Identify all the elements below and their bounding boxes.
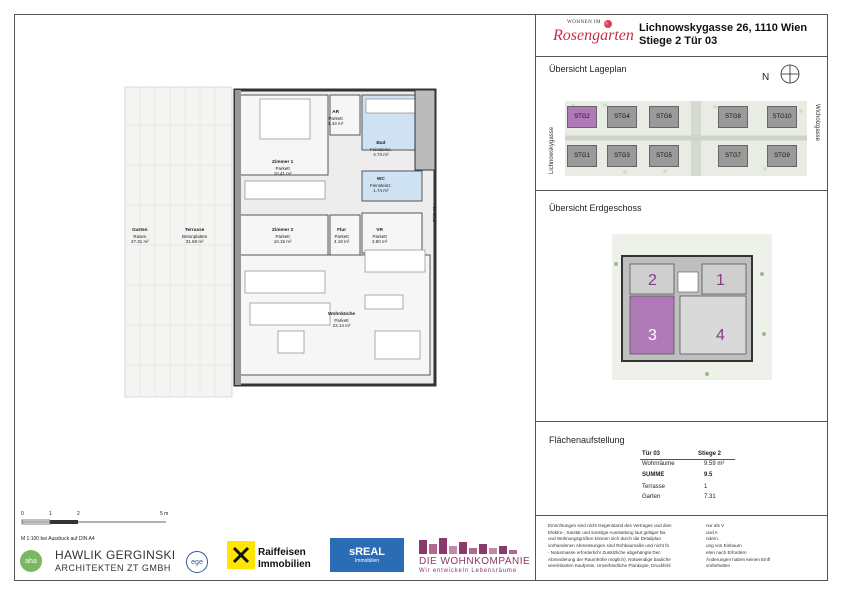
svg-text:N: N [762,72,769,83]
scale-bar [21,519,166,525]
table-header-stiege: Stiege 2 [698,451,722,457]
panel-divider [535,14,536,581]
lageplan-title: Übersicht Lageplan [549,64,627,74]
disclaimer-line: vereinbarten Kaufpreis. Unverbindliche P… [548,563,671,569]
building-stg4: STG4 [607,106,637,128]
divider-lageplan [535,190,828,191]
building-stg5: STG5 [649,145,679,167]
scale-tick: 2 [77,511,80,517]
brand-main: Rosengarten [553,27,634,44]
raiffeisen-cross-icon [232,546,250,564]
lageplan-map [565,101,807,176]
building-stg6: STG6 [649,106,679,128]
sreal-line-1: sREAL [348,546,386,558]
table-row-label: SUMME [642,472,665,478]
building-stg10: STG10 [767,106,797,128]
street-left-label: Lichnowskygasse [549,126,555,174]
stiege-title: Stiege 2 Tür 03 [639,35,718,47]
sreal-line-2: Immobilien [354,558,380,564]
unit-2-label: 2 [648,272,657,289]
street-right-label: Wicholzgasse [814,104,820,142]
hawlik-line-1: HAWLIK GERGINSKI [55,548,176,562]
table-row-value: 7.31 [704,494,716,500]
scale-note: M 1:100 bei Ausdruck auf DIN A4 [21,536,95,542]
table-row-value: 9.5 [704,472,713,478]
divider-table [535,515,828,516]
building-stg2: STG2 [567,106,597,128]
building-stg1: STG1 [567,145,597,167]
divider-erdgeschoss [535,421,828,422]
table-header-tuer: Tür 03 [642,451,661,457]
unit-4-label: 4 [716,327,725,344]
north-arrow-icon: N [762,64,800,84]
building-stg9: STG9 [767,145,797,167]
wohnkompanie-line-2: Wir entwickeln Lebensräume [419,568,517,574]
building-stg8: STG8 [718,106,748,128]
disclaimer-line: und A [706,529,718,535]
lageplan-paths [565,101,807,176]
address-title: Lichnowskygasse 26, 1110 Wien [639,22,808,34]
table-row-label: Wohnräume [642,461,675,467]
disclaimer-line: - Naturmasse erforderlich! Zusätzliche a… [548,549,661,555]
page-frame [14,14,828,581]
disclaimer-line: Änderungen haben keinen Einfl [706,556,771,562]
sreal-logo: sREAL Immobilien [330,538,404,572]
ege-logo: ege [186,551,208,573]
table-row-value: 9.59 m² [704,461,725,467]
aha-logo: aha [20,550,42,572]
wohnkompanie-skyline-icon [419,538,517,554]
flaechen-title: Flächenaufstellung [549,435,625,445]
erdgeschoss-plan [612,234,772,380]
brand-top: WOHNEN IM [567,20,602,25]
disclaimer-right: nur als V und A ndern. ung von Einbaum e… [706,523,816,570]
unit-3-label: 3 [648,327,657,344]
table-row-label: Garten [642,494,661,500]
disclaimer-line: Einrichtungen sind nicht Gegenstand des … [548,523,672,528]
table-row-value: 1 [704,484,708,490]
disclaimer-line: vorhandenen Abmessungen sind Rohbaumaße … [548,543,670,549]
scale-tick: 5 m [160,511,169,517]
building-stg3: STG3 [607,145,637,167]
disclaimer-line: Elektro-, Sanitär und sonstige Ausstattu… [548,529,666,535]
disclaimer-line: Abminderung der Raumhöhe möglich). Notwe… [548,556,671,562]
unit-1-label: 1 [716,272,725,289]
disclaimer-line: eten nach Erfordern [706,549,747,555]
disclaimer-line: ndern. [706,536,720,542]
table-row-label: Terrasse [642,484,666,490]
disclaimer-left: Einrichtungen sind nicht Gegenstand des … [548,523,713,570]
disclaimer-line: ung von Einbaum [706,543,742,549]
wohnkompanie-line-1: DIE WOHNKOMPANIE [419,556,531,567]
disclaimer-line: und Wohnungsgrößen können sich durch die… [548,536,662,542]
disclaimer-line: nur als V [706,523,725,528]
erdgeschoss-title: Übersicht Erdgeschoss [549,203,642,213]
disclaimer-line: vorbehalten [706,563,731,569]
raiffeisen-line-2: Immobilien [258,559,311,570]
door-label: TÜR 03 [432,206,437,222]
raiffeisen-logo-icon [227,541,255,569]
divider-header [535,56,828,57]
scale-tick: 1 [49,511,52,517]
hawlik-line-2: ARCHITEKTEN ZT GMBH [55,563,171,573]
scale-tick: 0 [21,511,24,517]
raiffeisen-line-1: Raiffeisen [258,547,306,558]
rose-logo-icon [604,20,612,28]
building-stg7: STG7 [718,145,748,167]
table-rule [640,459,735,460]
floor-plan [124,86,437,398]
